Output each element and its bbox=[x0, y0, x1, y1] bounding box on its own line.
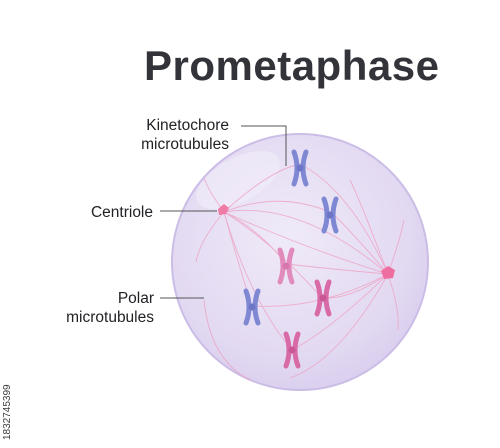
polar-label-line2: microtubules bbox=[66, 309, 154, 326]
kinetochore-label-line2: microtubules bbox=[141, 136, 229, 153]
chromosome-6 bbox=[283, 331, 301, 369]
chromosome-3 bbox=[277, 247, 295, 285]
cell-membrane bbox=[171, 133, 429, 391]
image-id-text: 1832745399 bbox=[2, 384, 13, 440]
polar-label-line1: Polar bbox=[117, 290, 154, 307]
centriole-left bbox=[218, 204, 229, 215]
chromosome-4 bbox=[243, 288, 261, 326]
centriole-right bbox=[381, 266, 395, 279]
polar-microtubule bbox=[203, 299, 251, 381]
kinetochore-leader-line bbox=[241, 125, 287, 166]
centriole-label-text: Centriole bbox=[90, 204, 153, 221]
centriole-label: Centriole bbox=[60, 203, 153, 222]
kinetochore-label-line1: Kinetochore bbox=[146, 117, 229, 134]
chromosome-1 bbox=[291, 149, 309, 187]
image-credit: 1832745399 bbox=[0, 330, 14, 442]
chromosome-5 bbox=[314, 279, 332, 317]
polar-microtubules-label: Polar microtubules bbox=[26, 289, 154, 327]
cell-highlight bbox=[196, 150, 280, 210]
chromosome-2 bbox=[321, 196, 339, 234]
kinetochore-microtubules-label: Kinetochore microtubules bbox=[104, 116, 229, 154]
diagram-title: Prometaphase bbox=[144, 42, 440, 89]
